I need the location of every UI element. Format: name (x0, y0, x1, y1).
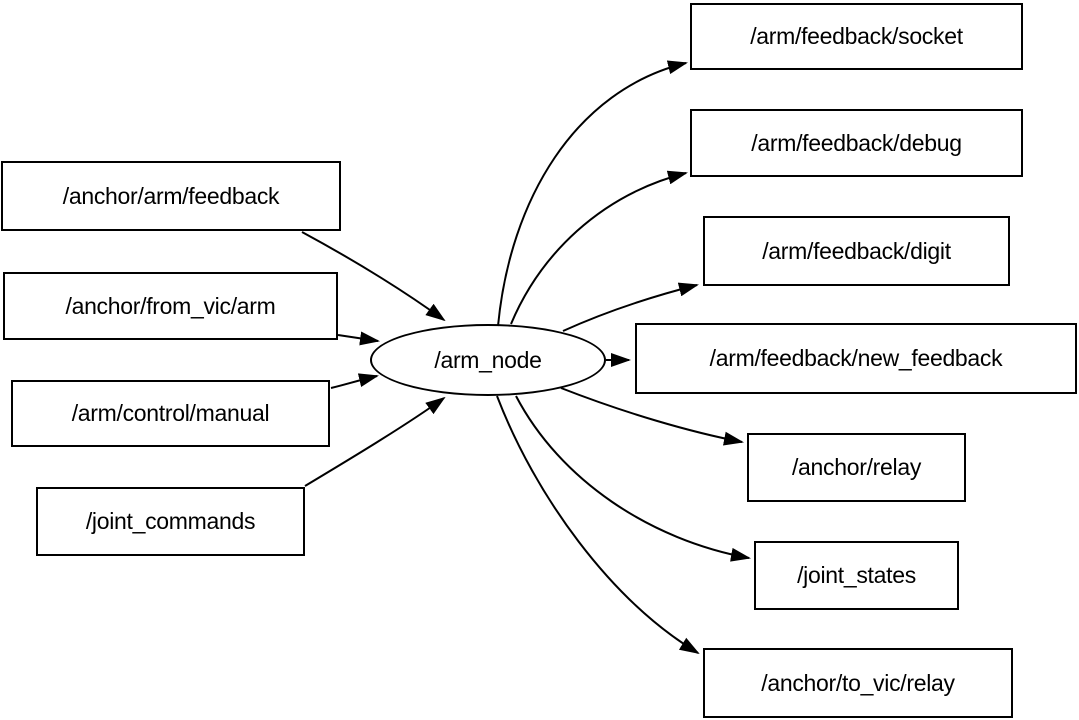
topic-label: /arm/feedback/new_feedback (709, 345, 1003, 371)
topic-node-anchor-relay: /anchor/relay (747, 433, 966, 502)
topic-label: /arm/feedback/socket (750, 23, 963, 49)
node-label: /arm_node (434, 346, 542, 373)
topic-label: /arm/feedback/digit (762, 237, 951, 264)
topic-label: /joint_commands (85, 508, 256, 534)
edge-arm-control-manual-to-arm-node (330, 373, 379, 389)
edge-arm-node-to-anchor-to-vic-relay (496, 395, 700, 655)
topic-node-arm-feedback-debug: /arm/feedback/debug (690, 109, 1023, 177)
topic-label: /anchor/from_vic/arm (65, 292, 276, 319)
topic-label: /anchor/arm/feedback (62, 182, 280, 209)
ros-node-arm-node: /arm_node (370, 324, 606, 396)
edge-arm-node-to-anchor-relay (560, 387, 744, 446)
topic-node-anchor-to-vic-relay: /anchor/to_vic/relay (703, 648, 1013, 718)
topic-label: /joint_states (797, 562, 916, 588)
edge-arm-node-to-arm-feedback-debug (510, 170, 688, 325)
edge-arm-node-to-joint-states (515, 395, 751, 562)
topic-node-anchor-from-vic-arm: /anchor/from_vic/arm (3, 272, 338, 340)
edge-arm-node-to-arm-feedback-socket (497, 60, 688, 327)
topic-label: /anchor/relay (791, 454, 922, 480)
topic-label: /arm/control/manual (71, 400, 270, 426)
topic-node-joint-commands: /joint_commands (36, 487, 305, 556)
topic-label: /arm/feedback/debug (751, 129, 962, 156)
topic-label: /anchor/to_vic/relay (761, 669, 955, 696)
topic-node-arm-feedback-socket: /arm/feedback/socket (690, 3, 1023, 70)
topic-node-anchor-arm-feedback: /anchor/arm/feedback (1, 161, 341, 231)
topic-node-arm-feedback-digit: /arm/feedback/digit (703, 216, 1010, 286)
topic-node-arm-control-manual: /arm/control/manual (11, 380, 330, 447)
topic-node-arm-feedback-new-feedback: /arm/feedback/new_feedback (635, 323, 1077, 394)
topic-node-joint-states: /joint_states (754, 541, 959, 610)
edge-anchor-from-vic-arm-to-arm-node (337, 331, 380, 346)
